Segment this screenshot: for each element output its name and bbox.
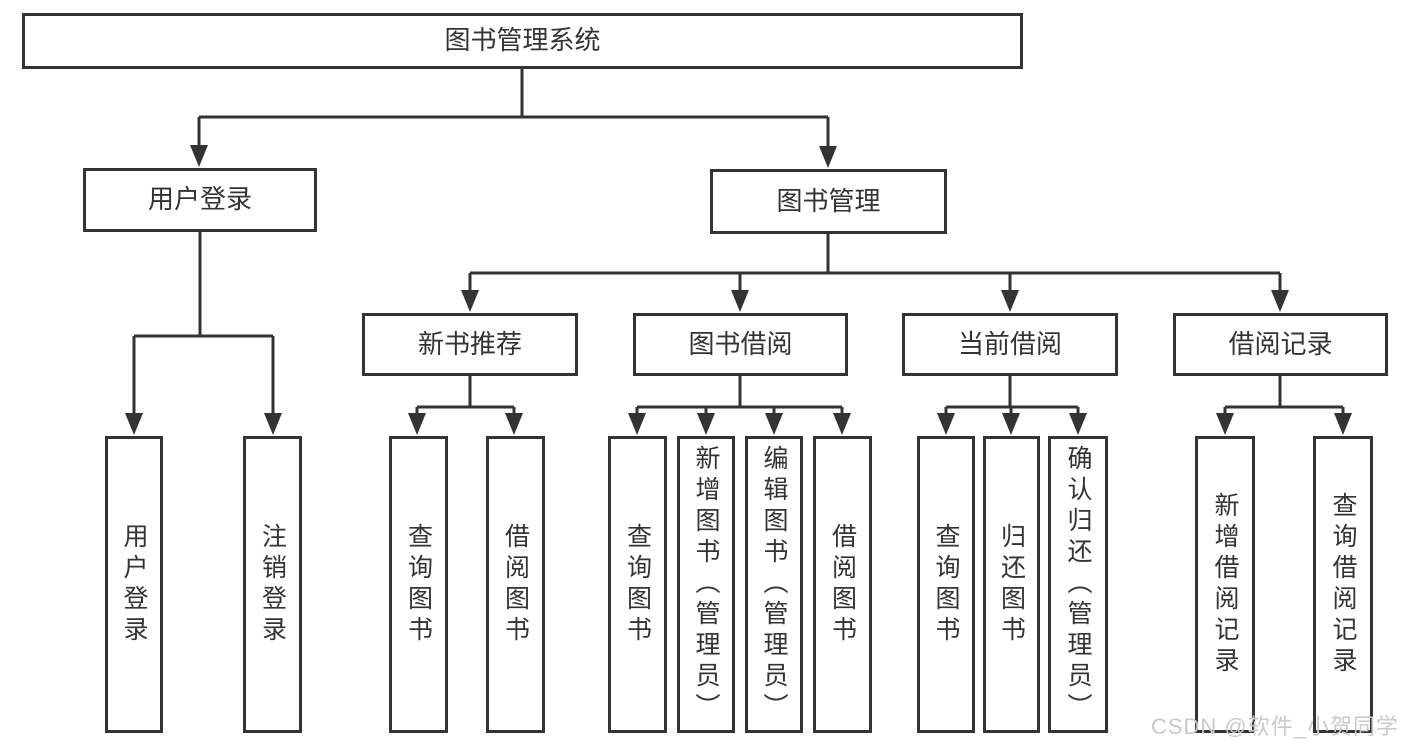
node-new-book-recommend: 新书推荐 <box>362 313 578 376</box>
leaf-recommend-borrow-book: 借阅图书 <box>486 436 545 733</box>
arrowhead-icon <box>731 290 749 312</box>
arrowhead-icon <box>628 413 646 435</box>
leaf-query-borrow-record: 查询借阅记录 <box>1313 436 1373 733</box>
leaf-edit-book-admin: 编辑图书（管理员） <box>745 436 803 733</box>
leaf-confirm-return-admin: 确认归还（管理员） <box>1048 436 1108 733</box>
connector-new-book-recommend-to-children <box>408 376 523 435</box>
node-borrow-record: 借阅记录 <box>1173 313 1388 376</box>
node-current-borrow: 当前借阅 <box>902 313 1118 376</box>
arrowhead-icon <box>505 413 523 435</box>
connector-book-borrow-to-children <box>628 376 851 435</box>
connector-path <box>468 234 1282 291</box>
connector-path <box>635 376 844 416</box>
arrowhead-icon <box>264 413 282 435</box>
arrowhead-icon <box>697 413 715 435</box>
arrowhead-icon <box>1216 413 1234 435</box>
connector-path <box>197 68 830 148</box>
csdn-watermark: CSDN @软件_小贺同学 <box>1150 714 1399 739</box>
node-user-login: 用户登录 <box>83 168 317 232</box>
connector-path <box>944 376 1080 416</box>
leaf-user-login: 用户登录 <box>105 436 163 733</box>
arrowhead-icon <box>190 145 208 167</box>
arrowhead-icon <box>1334 413 1352 435</box>
arrowhead-icon <box>937 413 955 435</box>
leaf-borrow-book: 借阅图书 <box>813 436 872 733</box>
node-book-borrow: 图书借阅 <box>633 313 848 376</box>
connector-path <box>1223 376 1345 416</box>
arrowhead-icon <box>408 413 426 435</box>
arrowhead-icon <box>765 413 783 435</box>
arrowhead-icon <box>1271 290 1289 312</box>
leaf-add-borrow-record: 新增借阅记录 <box>1195 436 1255 733</box>
leaf-logout: 注销登录 <box>243 436 302 733</box>
connector-borrow-record-to-children <box>1216 376 1352 435</box>
leaf-borrow-query-book: 查询图书 <box>608 436 667 733</box>
arrowhead-icon <box>1069 413 1087 435</box>
connector-path <box>415 376 516 416</box>
node-library-system: 图书管理系统 <box>22 13 1023 69</box>
arrowhead-icon <box>819 146 837 168</box>
connector-current-borrow-to-children <box>937 376 1087 435</box>
leaf-current-query-book: 查询图书 <box>917 436 975 733</box>
arrowhead-icon <box>125 413 143 435</box>
arrowhead-icon <box>833 413 851 435</box>
connector-user-login-to-children <box>125 232 282 435</box>
node-book-management: 图书管理 <box>710 169 947 234</box>
arrowhead-icon <box>1002 413 1020 435</box>
leaf-add-book-admin: 新增图书（管理员） <box>677 436 735 733</box>
connector-book-management-to-children <box>461 234 1289 312</box>
arrowhead-icon <box>461 290 479 312</box>
leaf-return-book: 归还图书 <box>983 436 1040 733</box>
connector-root-to-level2 <box>190 68 837 168</box>
leaf-recommend-query-book: 查询图书 <box>389 436 448 733</box>
arrowhead-icon <box>1001 290 1019 312</box>
connector-path <box>132 232 275 415</box>
